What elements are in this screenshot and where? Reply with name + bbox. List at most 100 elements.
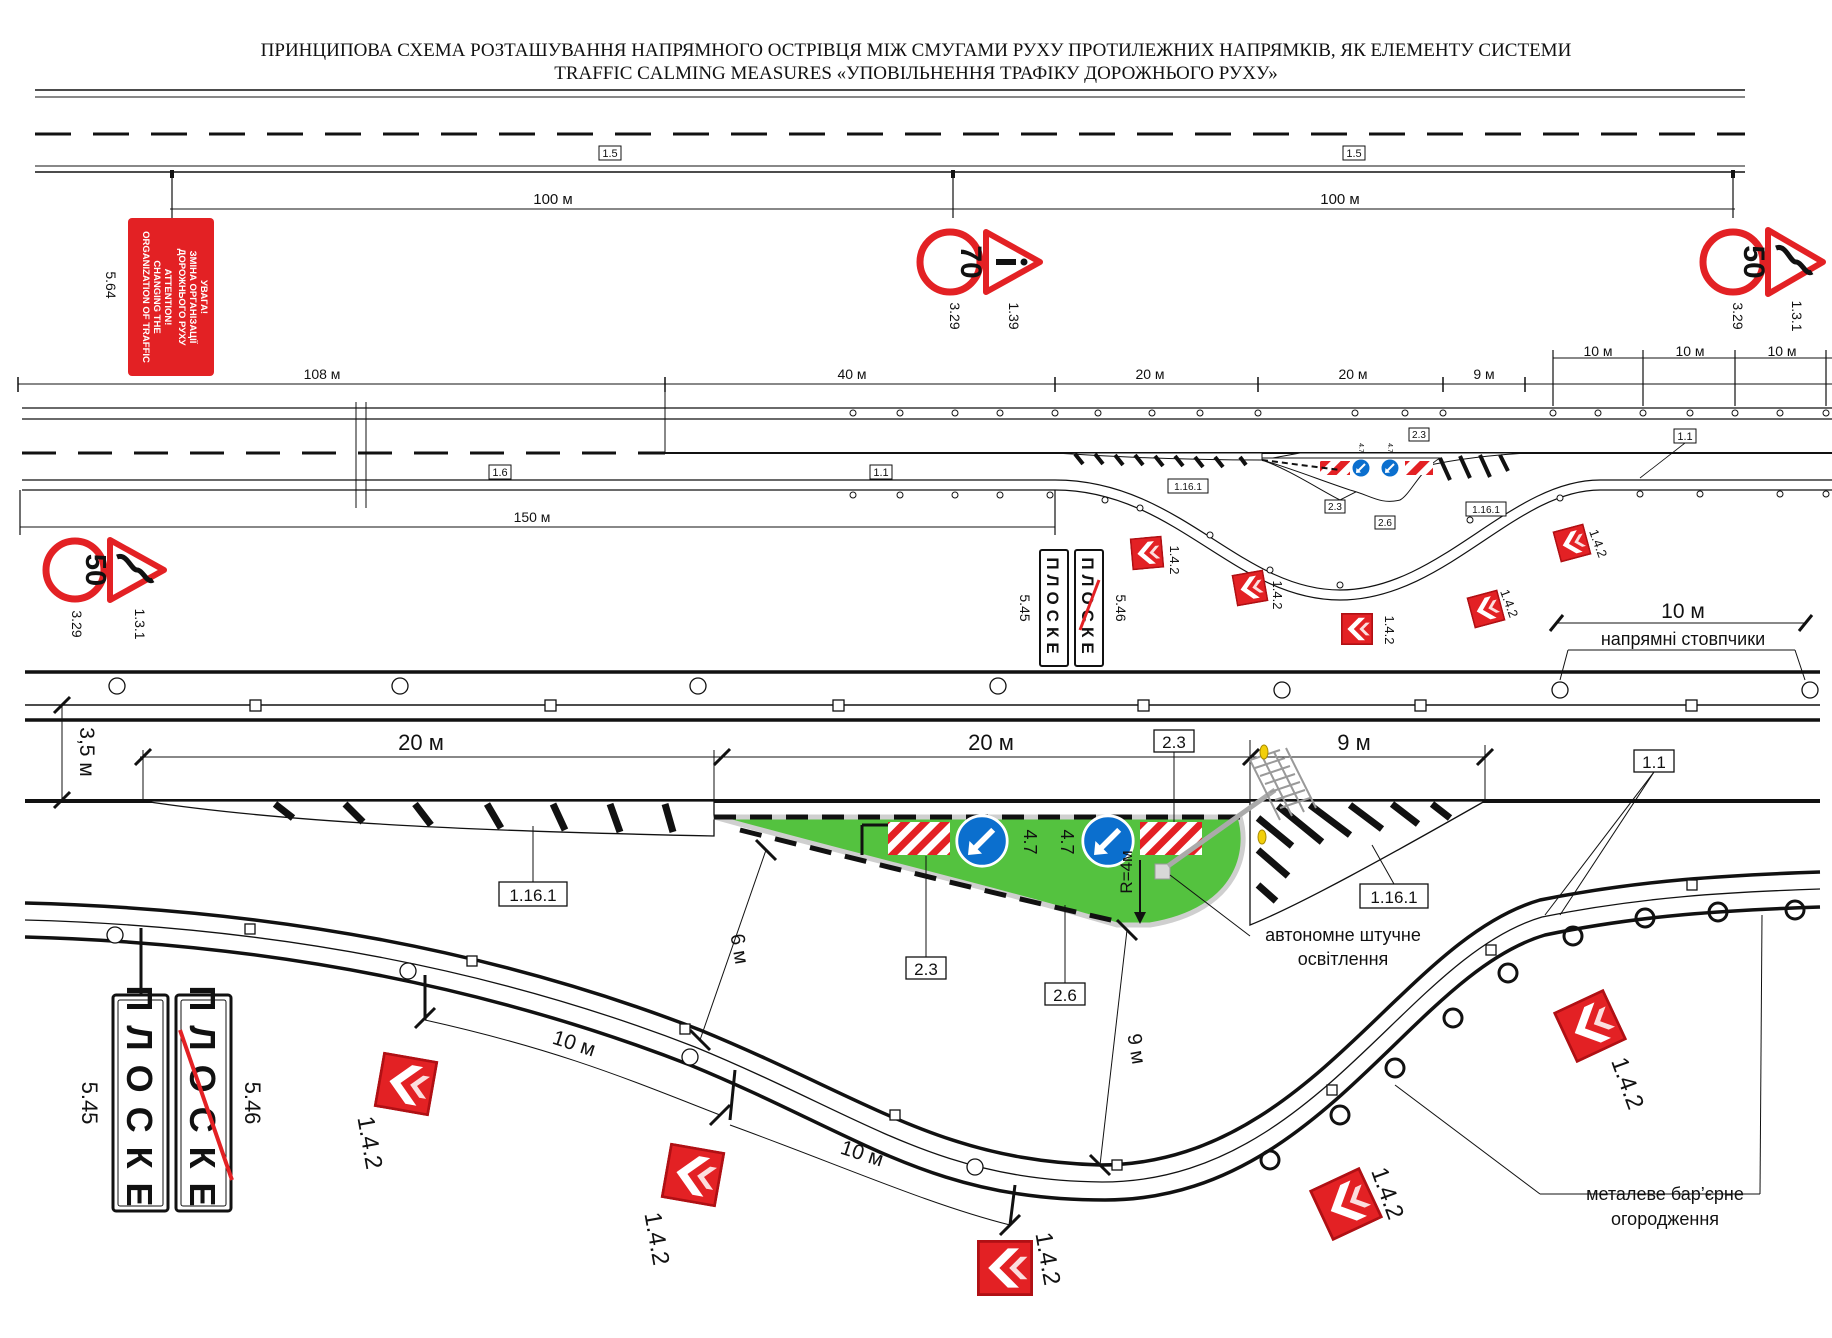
red-sign-text: ORGANIZATION OF TRAFFIC (140, 231, 151, 363)
sign-5-64-attention: УВАГА! ЗМІНА ОРГАНІЗАЦІЇ ДОРОЖНЬОГО РУХУ… (128, 218, 214, 376)
island-offset-dimensions: 6 м 9 м (688, 838, 1149, 1177)
chevron-signs-overview: 1.4.2 1.4.2 1.4.2 1.4.2 1.4.2 (1129, 523, 1610, 645)
marking-label-1-1: 1.1 (873, 467, 888, 479)
marking-label-1-16-1: 1.16.1 (1174, 482, 1202, 493)
distance-dimension-row: 100 м 100 м (170, 170, 1735, 218)
strike-through-line (178, 1029, 234, 1181)
distance-label: 10 м (838, 1136, 887, 1171)
chevron-sign-icon (1553, 989, 1627, 1063)
double-bend-sign-1-3-1-left (107, 537, 167, 603)
sign-number-1-4-2: 1.4.2 (1270, 581, 1285, 610)
marking-tag (1342, 145, 1366, 161)
hatched-area-left (142, 800, 715, 837)
detail-road-lower (24, 870, 1821, 1202)
sign-number-5-45: 5.45 (1017, 594, 1033, 621)
barrier-label: металеве бар’єрне огородження (1394, 914, 1763, 1229)
sign-number-5-64: 5.64 (103, 271, 119, 298)
marking-label-2-3: 2.3 (1162, 733, 1186, 752)
marking-label-1-16-1: 1.16.1 (509, 886, 556, 905)
sign-number-1-4-2: 1.4.2 (1167, 546, 1182, 575)
distance-label: 150 м (514, 509, 551, 525)
overview-road: 1.6 1.1 1.1 1.16.1 1.16.1 2.3 2.3 2.6 4.… (22, 384, 1832, 601)
sign-5-46-large: ПЛОСКЕ (174, 985, 234, 1221)
speed-value: 50 (79, 554, 111, 586)
sign-text-ploske: ПЛОСКЕ (119, 985, 160, 1220)
distance-label: 20 м (398, 730, 444, 755)
marking-label-1-16-1: 1.16.1 (1370, 888, 1417, 907)
sign-4-7-label: 4.7 (1057, 829, 1077, 854)
overview-dimensions: 108 м 40 м 20 м 20 м 9 м 10 м 10 м 10 м (17, 343, 1832, 406)
sign-number-5-46: 5.46 (240, 1082, 265, 1125)
speed-value: 50 (1737, 245, 1770, 278)
lamp-base (1154, 863, 1171, 880)
keep-left-sign-small (1351, 458, 1371, 478)
distance-label: 9 м (1122, 1032, 1149, 1066)
sign-number-5-46: 5.46 (1113, 594, 1129, 621)
lamp-reflector (1257, 829, 1267, 845)
marking-tag (598, 145, 622, 161)
distance-label: 20 м (1135, 366, 1164, 382)
distance-label: 20 м (1338, 366, 1367, 382)
sign-number-1-4-2: 1.4.2 (351, 1114, 387, 1171)
distance-label: 100 м (533, 191, 573, 208)
chevron-sign-icon (1341, 613, 1373, 645)
red-sign-text: CHANGING THE (151, 260, 162, 333)
speed-value: 70 (954, 245, 987, 278)
speed-limit-50-sign: 50 (1699, 228, 1770, 296)
sign-4-7-label-small: 4.7 (1357, 443, 1364, 453)
radius-label: R=4м (1117, 850, 1136, 893)
sign-number-3-29: 3.29 (69, 610, 85, 637)
sign-text-ploske: ПЛОСКЕ (182, 985, 223, 1220)
sign-number-1-4-2: 1.4.2 (1605, 1054, 1649, 1113)
marking-label-2-3: 2.3 (1328, 502, 1342, 513)
sign-number-3-29: 3.29 (1730, 302, 1746, 329)
red-sign-text: ЗМІНА ОРГАНІЗАЦІЇ (187, 251, 198, 344)
title-line-1: ПРИНЦИПОВА СХЕМА РОЗТАШУВАННЯ НАПРЯМНОГО… (260, 40, 1572, 61)
distance-150-dimension: 150 м (19, 490, 1056, 535)
chevron-sign-icon (1552, 523, 1592, 563)
distance-label: 10 м (1583, 343, 1612, 359)
posts-spacing-dimension: 10 м напрямні стовпчики (1548, 600, 1814, 681)
chevron-sign-icon (1129, 535, 1165, 571)
distance-label: 20 м (968, 730, 1014, 755)
distance-label: 10 м (1675, 343, 1704, 359)
marking-label-2-3: 2.3 (1412, 430, 1426, 441)
marking-label-1-6: 1.6 (492, 467, 507, 479)
sign-number-1-3-1: 1.3.1 (1789, 300, 1805, 331)
detail-road-upper (25, 670, 1820, 722)
speed-limit-50-sign-left: 50 (42, 537, 111, 603)
sign-number-1-3-1: 1.3.1 (132, 608, 148, 639)
sign-number-5-45: 5.45 (77, 1082, 102, 1125)
distance-label: 40 м (837, 366, 866, 382)
chevron-signs-detail: 1.4.2 1.4.2 1.4.2 1.4.2 1.4.2 (351, 989, 1649, 1296)
sign-number-1-4-2: 1.4.2 (1029, 1230, 1065, 1287)
distance-label: 6 м (725, 932, 752, 966)
sign-number-1-39: 1.39 (1006, 302, 1022, 329)
red-sign-text: УВАГА! (198, 280, 209, 314)
posts-label: напрямні стовпчики (1601, 629, 1765, 649)
keep-left-sign-icon (957, 816, 1007, 866)
marking-label-1-1: 1.1 (1677, 431, 1692, 443)
marking-2-3-hatch (888, 822, 950, 855)
sign-5-45-large: ПЛОСКЕ (111, 985, 170, 1221)
marking-label-1-5: 1.5 (1346, 148, 1361, 160)
lighting-label: освітлення (1298, 949, 1389, 969)
double-bend-sign-1-3-1 (1765, 227, 1826, 297)
sign-number-1-4-2: 1.4.2 (1382, 616, 1397, 645)
marking-label-2-6: 2.6 (1378, 518, 1392, 529)
distance-label: 10 м (1661, 600, 1705, 623)
sign-number-3-29: 3.29 (947, 302, 963, 329)
lane-width-label: 3,5 м (75, 727, 98, 776)
chevron-sign-icon (373, 1051, 439, 1117)
marking-label-1-16-1: 1.16.1 (1472, 505, 1500, 516)
sign-text-ploske: ПЛОСКЕ (1043, 557, 1062, 658)
red-sign-text: ATTENTION! (162, 269, 173, 326)
island-length-dimensions: 20 м 20 м 9 м (133, 730, 1495, 800)
red-sign-text: ДОРОЖНЬОГО РУХУ (176, 249, 187, 346)
speed-limit-70-sign: 70 (916, 228, 987, 296)
title-line-2: TRAFFIC CALMING MEASURES «УПОВІЛЬНЕННЯ Т… (554, 63, 1278, 84)
sign-5-45-small: ПЛОСКЕ (1039, 549, 1069, 667)
sign-number-1-4-2: 1.4.2 (638, 1210, 674, 1267)
marking-label-1-1: 1.1 (1642, 753, 1666, 772)
